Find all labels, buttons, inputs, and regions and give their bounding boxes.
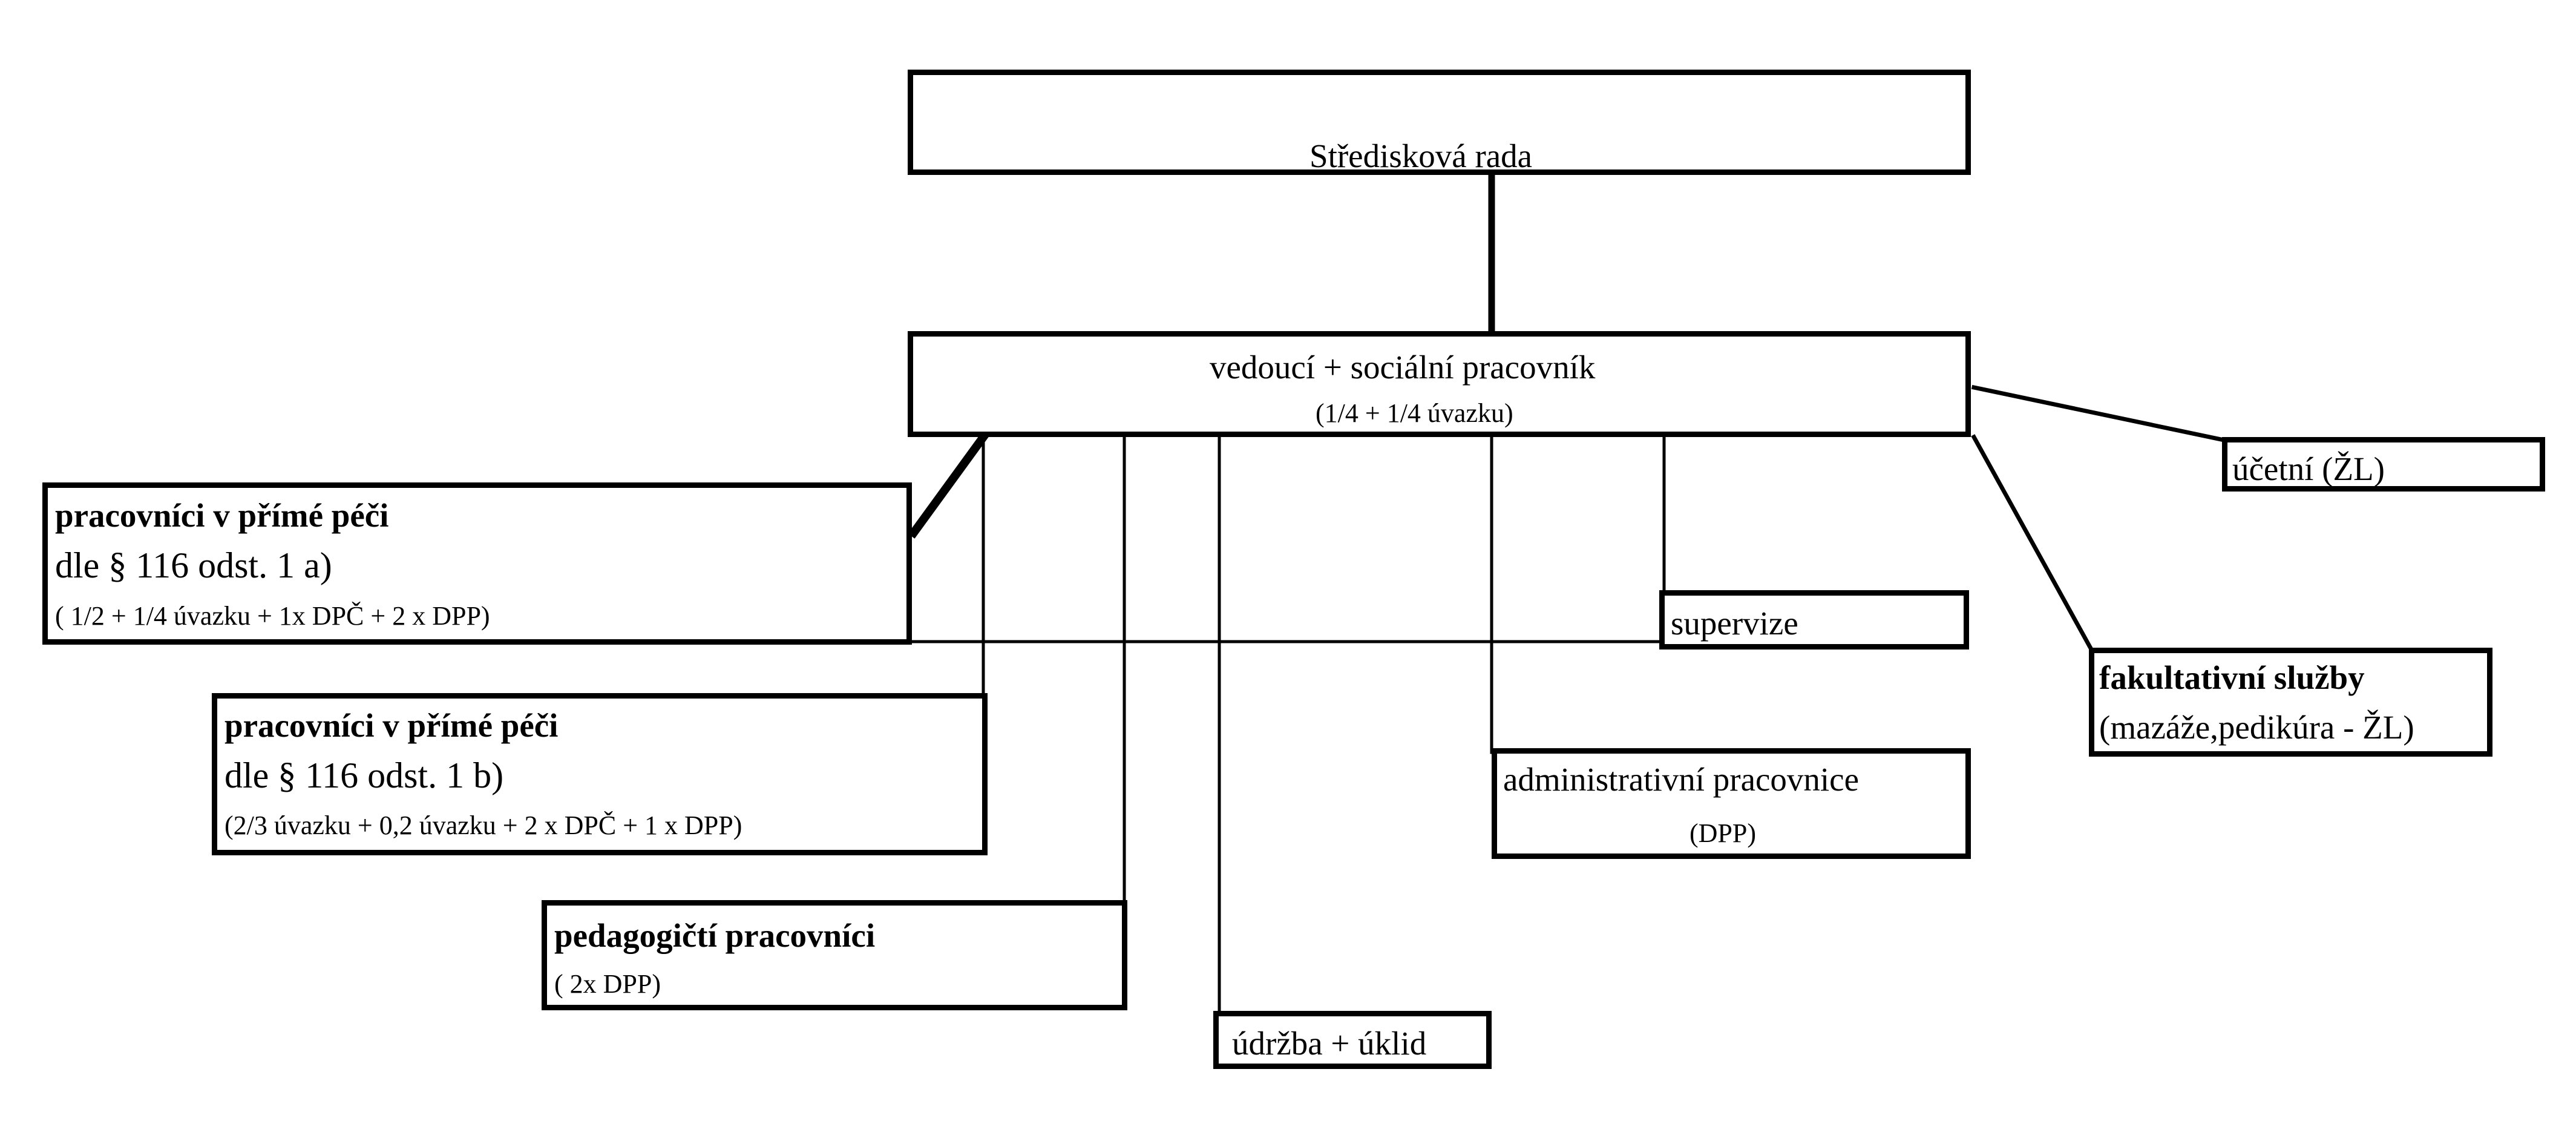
node-head: vedoucí + sociální pracovník (1/4 + 1/4 … [908, 331, 1971, 437]
node-head-detail: (1/4 + 1/4 úvazku) [1316, 398, 1513, 428]
node-direct-care-a: pracovníci v přímé péči dle § 116 odst. … [42, 482, 912, 645]
node-supervision: supervize [1659, 590, 1969, 650]
connector-head-direct-care-a [908, 431, 989, 539]
node-admin: administrativní pracovnice (DPP) [1492, 748, 1971, 859]
connector-head-accountant [1971, 384, 2230, 444]
node-direct-care-b-detail: (2/3 úvazku + 0,2 úvazku + 2 x DPČ + 1 x… [224, 811, 742, 840]
node-admin-title: administrativní pracovnice [1503, 761, 1860, 798]
node-supervision-title: supervize [1671, 605, 1798, 642]
node-direct-care-a-law: dle § 116 odst. 1 a) [55, 545, 332, 585]
node-direct-care-b: pracovníci v přímé péči dle § 116 odst. … [212, 693, 988, 855]
node-optional-services: fakultativní služby (mazáže,pedikúra - Ž… [2089, 648, 2492, 757]
node-direct-care-a-title: pracovníci v přímé péči [55, 497, 389, 534]
node-admin-detail: (DPP) [1689, 818, 1757, 848]
node-optional-services-title: fakultativní služby [2099, 659, 2365, 696]
node-direct-care-a-detail: ( 1/2 + 1/4 úvazku + 1x DPČ + 2 x DPP) [55, 601, 490, 631]
node-head-title: vedoucí + sociální pracovník [1210, 349, 1596, 386]
node-pedagogues-detail: ( 2x DPP) [554, 969, 661, 999]
node-accountant: účetní (ŽL) [2222, 437, 2545, 492]
node-accountant-title: účetní (ŽL) [2232, 450, 2385, 487]
node-maintenance-title: údržba + úklid [1232, 1025, 1427, 1062]
node-board-title: Středisková rada [1309, 137, 1533, 174]
node-direct-care-b-law: dle § 116 odst. 1 b) [224, 755, 504, 795]
node-optional-services-detail: (mazáže,pedikúra - ŽL) [2099, 709, 2414, 746]
connector-head-optional-services [1971, 434, 2097, 657]
node-maintenance: údržba + úklid [1213, 1011, 1492, 1069]
node-board: Středisková rada [908, 70, 1971, 175]
node-pedagogues-title: pedagogičtí pracovníci [554, 917, 876, 954]
node-pedagogues: pedagogičtí pracovníci ( 2x DPP) [542, 900, 1127, 1010]
node-direct-care-b-title: pracovníci v přímé péči [224, 707, 559, 744]
